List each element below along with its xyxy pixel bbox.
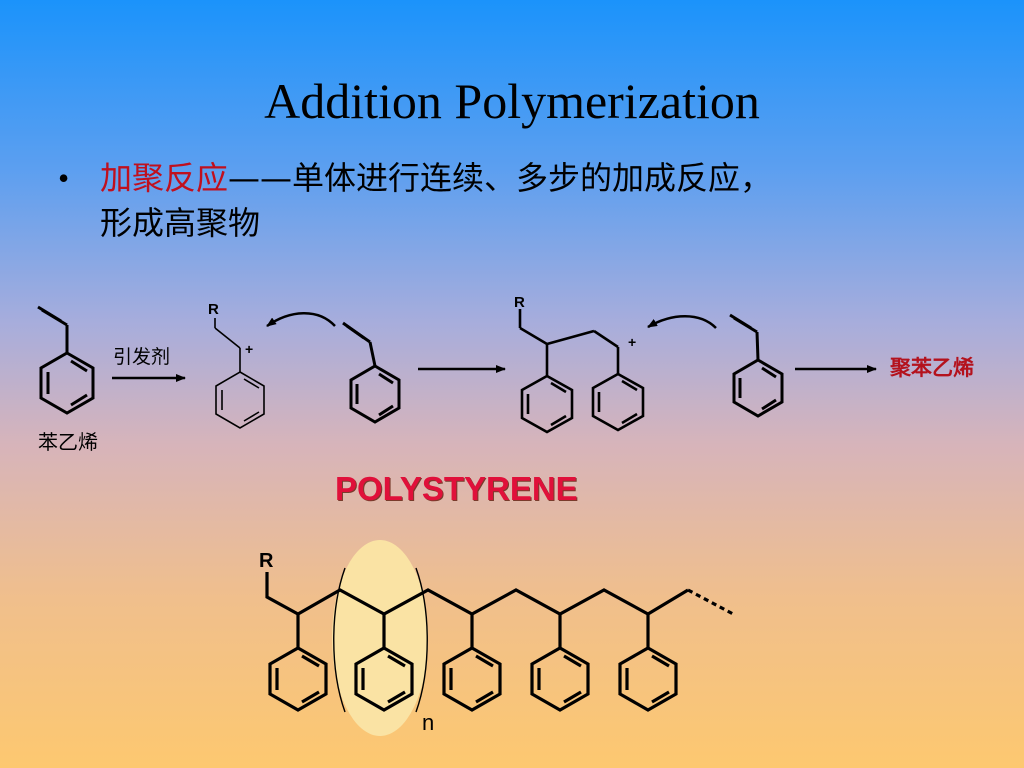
phenyl-ring — [268, 646, 328, 712]
phenyl-ring — [442, 646, 502, 712]
r-group-label: R — [514, 294, 525, 311]
product-label: 聚苯乙烯 — [890, 356, 974, 380]
styrene-molecule — [729, 313, 784, 418]
initiator-label: 引发剂 — [113, 346, 171, 368]
slide-title: Addition Polymerization — [264, 73, 760, 129]
repeat-subscript: n — [422, 710, 434, 735]
positive-charge: + — [628, 334, 636, 350]
positive-charge: + — [245, 341, 253, 357]
initiated-carbocation — [214, 318, 265, 429]
phenyl-ring — [530, 646, 590, 712]
polystyrene-chain — [265, 572, 689, 648]
bullet-symbol: • — [58, 160, 70, 196]
term-addition-polymerization: 加聚反应 — [100, 159, 229, 197]
styrene-label: 苯乙烯 — [38, 430, 98, 454]
phenyl-ring — [618, 646, 678, 712]
styrene-molecule — [37, 305, 95, 415]
curved-arrow — [647, 315, 717, 329]
r-group-label: R — [208, 301, 219, 318]
dimer-carbocation — [518, 309, 645, 434]
polystyrene-title: POLYSTYRENE — [335, 470, 578, 507]
bullet-text: 加聚反应——单体进行连续、多步的加成反应， 形成高聚物 — [100, 156, 960, 246]
polymer-end-group: R — [259, 550, 274, 572]
curved-arrow — [266, 312, 336, 328]
bracket-right — [415, 567, 428, 713]
phenyl-ring — [354, 646, 414, 712]
styrene-molecule — [342, 321, 401, 424]
bullet-definition: ——单体进行连续、多步的加成反应， — [228, 159, 773, 197]
chain-continuation — [687, 588, 736, 617]
bracket-left — [333, 567, 346, 713]
bullet-continuation: 形成高聚物 — [100, 204, 261, 242]
